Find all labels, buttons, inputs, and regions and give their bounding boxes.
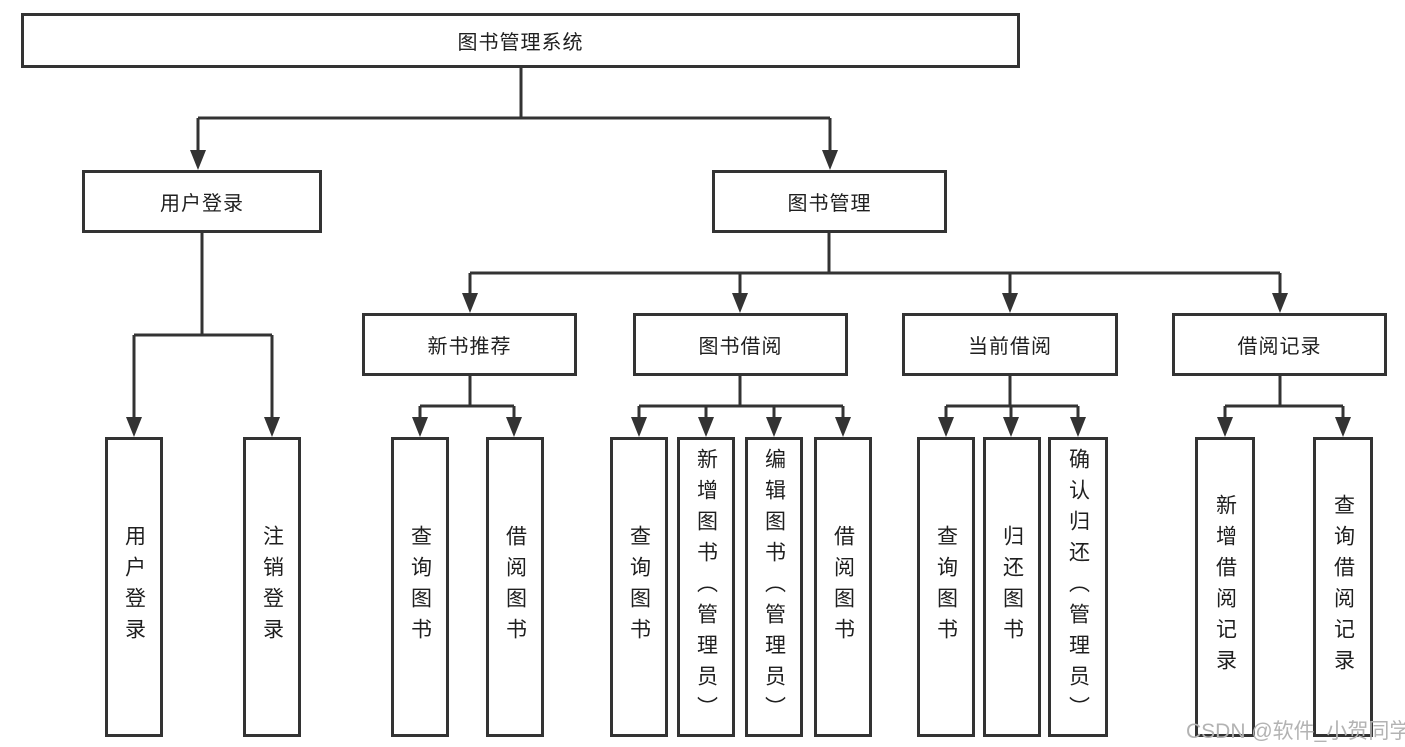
node-label: 当前借阅 xyxy=(968,336,1052,358)
arrow-down-icon xyxy=(126,417,142,437)
node-label: 用户登录 xyxy=(160,193,244,215)
arrow-down-icon xyxy=(1217,417,1233,437)
leaf-add-books-admin: 新增图书（管理员） xyxy=(677,437,735,737)
arrow-down-icon xyxy=(835,417,851,437)
leaf-label: 查询借阅记录 xyxy=(1331,494,1355,680)
leaf-label: 确认归还（管理员） xyxy=(1066,447,1090,727)
leaf-label: 归还图书 xyxy=(1000,525,1024,649)
arrow-down-icon xyxy=(506,417,522,437)
leaf-query-books-recommend: 查询图书 xyxy=(391,437,449,737)
leaf-label: 新增图书（管理员） xyxy=(694,447,718,727)
leaf-label: 查询图书 xyxy=(627,525,651,649)
node-new-book-recommendation: 新书推荐 xyxy=(362,313,577,376)
leaf-logout: 注销登录 xyxy=(243,437,301,737)
arrow-down-icon xyxy=(1002,293,1018,313)
leaf-confirm-return-admin: 确认归还（管理员） xyxy=(1048,437,1108,737)
arrow-down-icon xyxy=(264,417,280,437)
node-library-management-system: 图书管理系统 xyxy=(21,13,1020,68)
leaf-label: 查询图书 xyxy=(934,525,958,649)
leaf-query-borrow-record: 查询借阅记录 xyxy=(1313,437,1373,737)
node-label: 图书管理 xyxy=(787,193,872,215)
arrow-down-icon xyxy=(631,417,647,437)
arrow-down-icon xyxy=(412,417,428,437)
arrow-down-icon xyxy=(698,417,714,437)
node-user-login: 用户登录 xyxy=(82,170,322,233)
leaf-return-books: 归还图书 xyxy=(983,437,1041,737)
arrow-down-icon xyxy=(938,417,954,437)
leaf-label: 注销登录 xyxy=(260,525,284,649)
leaf-query-books-current: 查询图书 xyxy=(917,437,975,737)
leaf-label: 查询图书 xyxy=(408,525,432,649)
arrow-down-icon xyxy=(1003,417,1019,437)
node-label: 图书管理系统 xyxy=(457,32,584,54)
node-label: 新书推荐 xyxy=(427,336,512,358)
leaf-label: 借阅图书 xyxy=(831,525,855,649)
leaf-user-login: 用户登录 xyxy=(105,437,163,737)
arrow-down-icon xyxy=(1272,293,1288,313)
leaf-label: 编辑图书（管理员） xyxy=(762,447,786,727)
arrow-down-icon xyxy=(462,293,478,313)
leaf-add-borrow-record: 新增借阅记录 xyxy=(1195,437,1255,737)
arrow-down-icon xyxy=(822,150,838,170)
arrow-down-icon xyxy=(190,150,206,170)
node-book-borrowing: 图书借阅 xyxy=(633,313,848,376)
arrow-down-icon xyxy=(766,417,782,437)
leaf-query-books-borrow: 查询图书 xyxy=(610,437,668,737)
node-label: 借阅记录 xyxy=(1237,336,1322,358)
node-book-management: 图书管理 xyxy=(712,170,947,233)
arrow-down-icon xyxy=(732,293,748,313)
arrow-down-icon xyxy=(1335,417,1351,437)
leaf-label: 新增借阅记录 xyxy=(1213,494,1237,680)
watermark: CSDN @软件_小贺同学 xyxy=(1186,720,1405,743)
node-borrowing-records: 借阅记录 xyxy=(1172,313,1387,376)
arrow-down-icon xyxy=(1070,417,1086,437)
node-current-borrowing: 当前借阅 xyxy=(902,313,1118,376)
leaf-label: 用户登录 xyxy=(122,525,146,649)
node-label: 图书借阅 xyxy=(698,336,783,358)
leaf-borrow-books: 借阅图书 xyxy=(814,437,872,737)
leaf-borrow-books-recommend: 借阅图书 xyxy=(486,437,544,737)
leaf-edit-books-admin: 编辑图书（管理员） xyxy=(745,437,803,737)
leaf-label: 借阅图书 xyxy=(503,525,527,649)
